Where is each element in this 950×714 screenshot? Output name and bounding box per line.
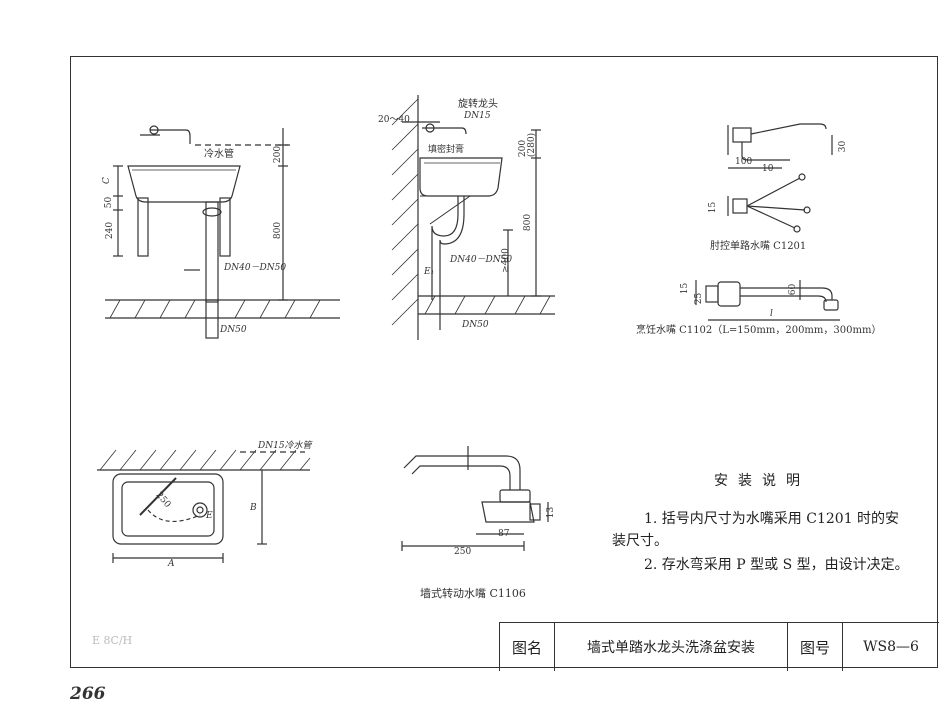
dim-e-label: E	[206, 511, 213, 521]
notes-title: 安装说明	[714, 473, 810, 489]
dim-l-label: l	[770, 309, 773, 319]
dim-c-label: C	[101, 177, 112, 184]
wall-tap-13-label: 13	[546, 506, 557, 519]
dim-50-label: 50	[104, 196, 115, 209]
dim-15-cook-label: 15	[680, 282, 691, 295]
front-view-sink	[105, 125, 340, 339]
drawing-number-label: 图号	[788, 623, 843, 671]
dim-200-label: 200	[273, 145, 284, 164]
rotary-tap-label: 旋转龙头	[458, 99, 498, 110]
dn50-label-left: DN50	[220, 325, 247, 335]
cold-water-pipe-label: 冷水管	[204, 149, 234, 160]
dim-800-mid-label: 800	[523, 213, 534, 232]
dim-200-280-label: 200 (280)	[518, 132, 538, 158]
dim-ge400-label: ≥400	[500, 248, 511, 273]
installation-notes: 安装说明 1. 括号内尺寸为水嘴采用 C1201 时的安装尺寸。 2. 存水弯采…	[612, 470, 912, 576]
wall-tap-87-label: 87	[498, 529, 510, 539]
page-number: 266	[70, 684, 106, 704]
cooking-tap-drawing	[695, 280, 840, 321]
side-view-sink	[391, 95, 555, 340]
dim-100-label: 100	[735, 157, 753, 167]
sealant-label: 填密封膏	[428, 145, 465, 155]
elbow-tap-drawings	[727, 123, 833, 233]
dim-b-label: B	[250, 503, 257, 513]
cooking-tap-caption: 烹饪水嘴 C1102（L=150mm，200mm，300mm）	[636, 325, 882, 336]
dim-20-40-label: 20～40	[378, 115, 410, 125]
plan-view-sink	[97, 449, 311, 563]
dim-240-label: 240	[105, 221, 116, 240]
dim-10-label: 10	[762, 164, 774, 174]
dim-800-left-label: 800	[273, 221, 284, 240]
drawing-name-label: 图名	[500, 623, 555, 671]
note-item-1: 1. 括号内尺寸为水嘴采用 C1201 时的安装尺寸。	[612, 511, 900, 549]
elbow-tap-caption: 肘控单路水嘴 C1201	[710, 241, 807, 252]
dim-15-elbow-label: 15	[708, 201, 719, 214]
dn40-dn50-label-left: DN40－DN50	[224, 263, 287, 273]
drawing-number: WS8—6	[863, 639, 919, 655]
drawing-name: 墙式单踏水龙头洗涤盆安装	[555, 623, 788, 671]
faded-stamp: E 8C/H	[92, 634, 133, 647]
dim-25-label: 25	[694, 292, 705, 305]
dn40-dn50-label-mid: DN40－DN50	[450, 255, 513, 265]
dim-a-label: A	[168, 559, 175, 569]
dn50-label-mid: DN50	[462, 320, 489, 330]
dn15-cold-label: DN15冷水管	[258, 441, 312, 451]
wall-rotary-tap-drawing	[401, 446, 549, 551]
wall-tap-caption: 墙式转动水嘴 C1106	[420, 587, 526, 600]
dim-60-label: 60	[788, 283, 799, 296]
dim-e1-label: E₁	[424, 267, 435, 277]
wall-tap-250-label: 250	[454, 547, 472, 557]
drawing-sheet-border	[70, 56, 938, 668]
dim-30-label: 30	[838, 140, 849, 153]
title-block: 图名 墙式单踏水龙头洗涤盆安装 图号 WS8—6	[499, 622, 939, 671]
note-item-2: 2. 存水弯采用 P 型或 S 型，由设计决定。	[644, 557, 909, 573]
dn15-label: DN15	[464, 111, 491, 121]
